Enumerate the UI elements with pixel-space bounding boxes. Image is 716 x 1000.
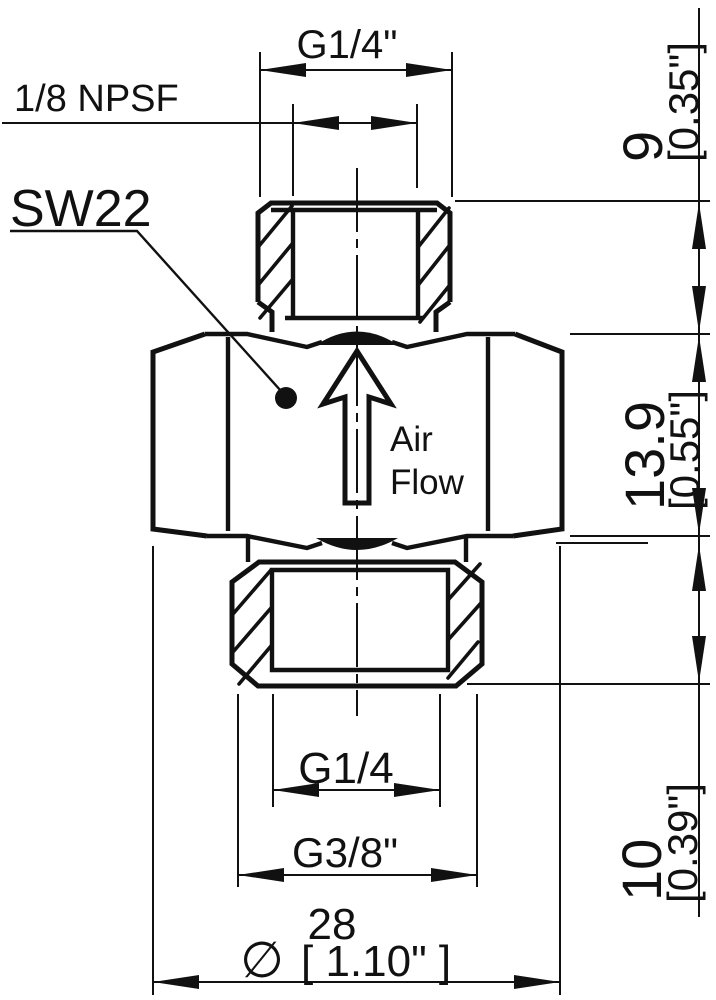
label-bottom-thread: G3/8" [292,829,398,876]
dim-arrow-up-9 [692,203,706,249]
top-stud-outline [255,200,453,332]
dim-right-extension-lines [455,200,710,685]
hex-body [150,331,565,551]
dim-body-height-mm: 13.9 [613,401,676,510]
bottom-thread [229,559,485,689]
bottom-thread-outline [229,559,485,689]
dim-bottom-thread-length-in: [0.39"] [659,783,706,903]
label-top-thread: G1/4" [297,23,398,67]
label-wrench-size: SW22 [10,180,152,238]
top-thread-runout-wedge [316,331,398,345]
diameter-symbol: ∅ [240,931,284,989]
dim-arrow-down-9 [692,286,706,332]
sw22-leader-dot [275,387,297,409]
air-flow-arrow-outline [317,346,397,506]
hex-top-edge [205,331,515,350]
label-top-port: 1/8 NPSF [14,78,179,120]
dim-arrow-right [406,63,452,77]
label-bottom-port: G1/4 [298,744,393,793]
label-air-flow-line2: Flow [390,463,465,502]
dim-body-diameter-in: [ 1.10" ] [301,937,451,986]
dim-arrow-up-10 [692,545,706,591]
dim-body-height-in: [0.55"] [661,390,708,510]
bottom-thread-runout-wedge [316,538,398,550]
bottom-thread-hatching [231,562,483,686]
dim-bottom-thread [237,694,478,887]
dim-body-diameter-lines [152,546,561,995]
top-stud-bore-lines [285,210,423,321]
dim-arrow-left [293,116,339,130]
label-air-flow-line1: Air [390,420,433,459]
dim-bottom-thread-length-mm: 10 [610,839,673,901]
dim-arrow-down-10 [692,636,706,682]
bottom-thread-bore-lines [269,567,451,673]
dim-arrow-down-139 [692,488,706,534]
hex-face-lines [225,337,491,531]
dim-top-thread-length-in: [0.35"] [660,42,707,162]
dim-right-column [455,8,710,917]
dim-bottom-port [272,694,441,807]
dim-arrow-left [153,975,199,989]
dim-arrow-left [238,868,284,882]
dim-arrow-left [273,783,319,797]
dim-arrow-right [394,783,440,797]
dim-arrow-left [260,63,306,77]
dim-top-thread-length-mm: 9 [611,131,674,162]
dim-top-port-lines [2,104,418,196]
top-thread-stud [255,200,453,332]
sw22-leader [10,229,297,409]
dim-arrow-right [514,975,560,989]
dim-arrow-right [431,868,477,882]
neck-lines [245,537,469,562]
dim-body-diameter [152,546,561,995]
dim-body-diameter-mm: 28 [308,900,357,949]
dim-arrow-right [371,116,417,130]
top-thread-hatching [257,204,451,324]
dim-arrow-up-139 [692,336,706,382]
hex-bottom-edge [207,533,513,551]
hex-outer-edges [150,331,565,539]
air-flow-arrow [317,346,397,506]
dim-top-thread [259,52,453,197]
sw22-leader-line [10,229,282,392]
dim-top-port [2,104,418,196]
